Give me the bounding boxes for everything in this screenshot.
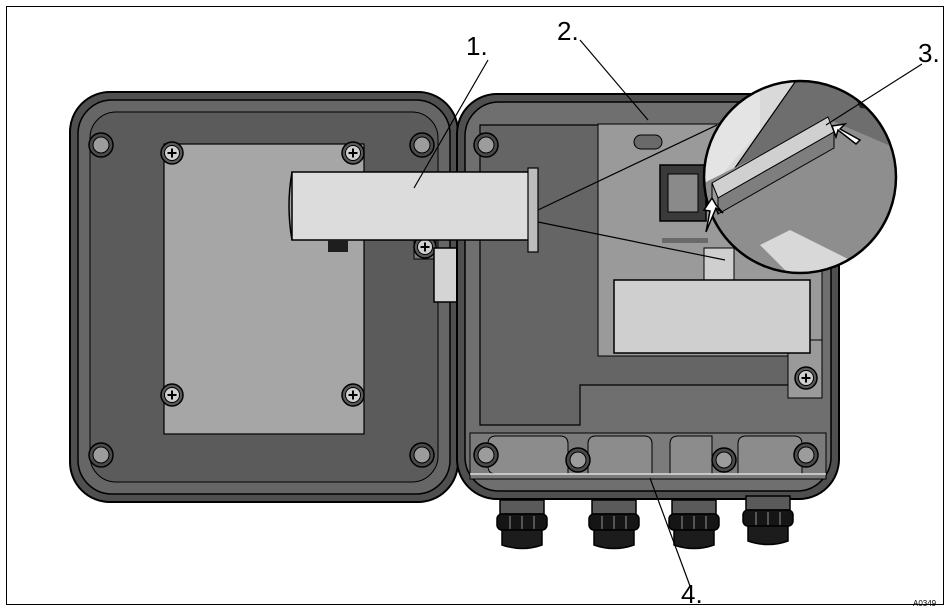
boss-icon xyxy=(88,132,114,158)
cable-gland-icon xyxy=(668,499,720,550)
leader-lines xyxy=(413,39,923,587)
ribbon-cable xyxy=(288,167,539,253)
housing-lid xyxy=(69,91,459,503)
screw-icon xyxy=(341,141,365,165)
callout-4: 4. xyxy=(681,579,703,609)
boss-icon xyxy=(793,442,819,468)
zoom-detail xyxy=(537,79,898,275)
boss-icon xyxy=(88,442,114,468)
cable-gland-icon xyxy=(496,499,548,550)
screw-icon xyxy=(160,141,184,165)
arrow-icon xyxy=(702,196,724,233)
cable-gland-icon xyxy=(588,499,640,550)
boss-icon xyxy=(409,132,435,158)
boss-icon xyxy=(409,442,435,468)
screw-icon xyxy=(794,366,818,390)
boss-icon xyxy=(473,132,499,158)
screw-icon xyxy=(341,383,365,407)
callout-3: 3. xyxy=(918,38,940,68)
boss-icon xyxy=(711,447,737,473)
figure-code: A0349 xyxy=(913,599,937,608)
module-label-area xyxy=(613,279,811,354)
callout-1: 1. xyxy=(466,31,488,61)
arrow-icon xyxy=(830,122,862,145)
boss-icon xyxy=(565,447,591,473)
figure-frame xyxy=(6,6,944,605)
cable-gland-icon xyxy=(742,495,794,546)
boss-icon xyxy=(473,442,499,468)
screw-icon xyxy=(160,383,184,407)
callout-2: 2. xyxy=(557,16,579,46)
